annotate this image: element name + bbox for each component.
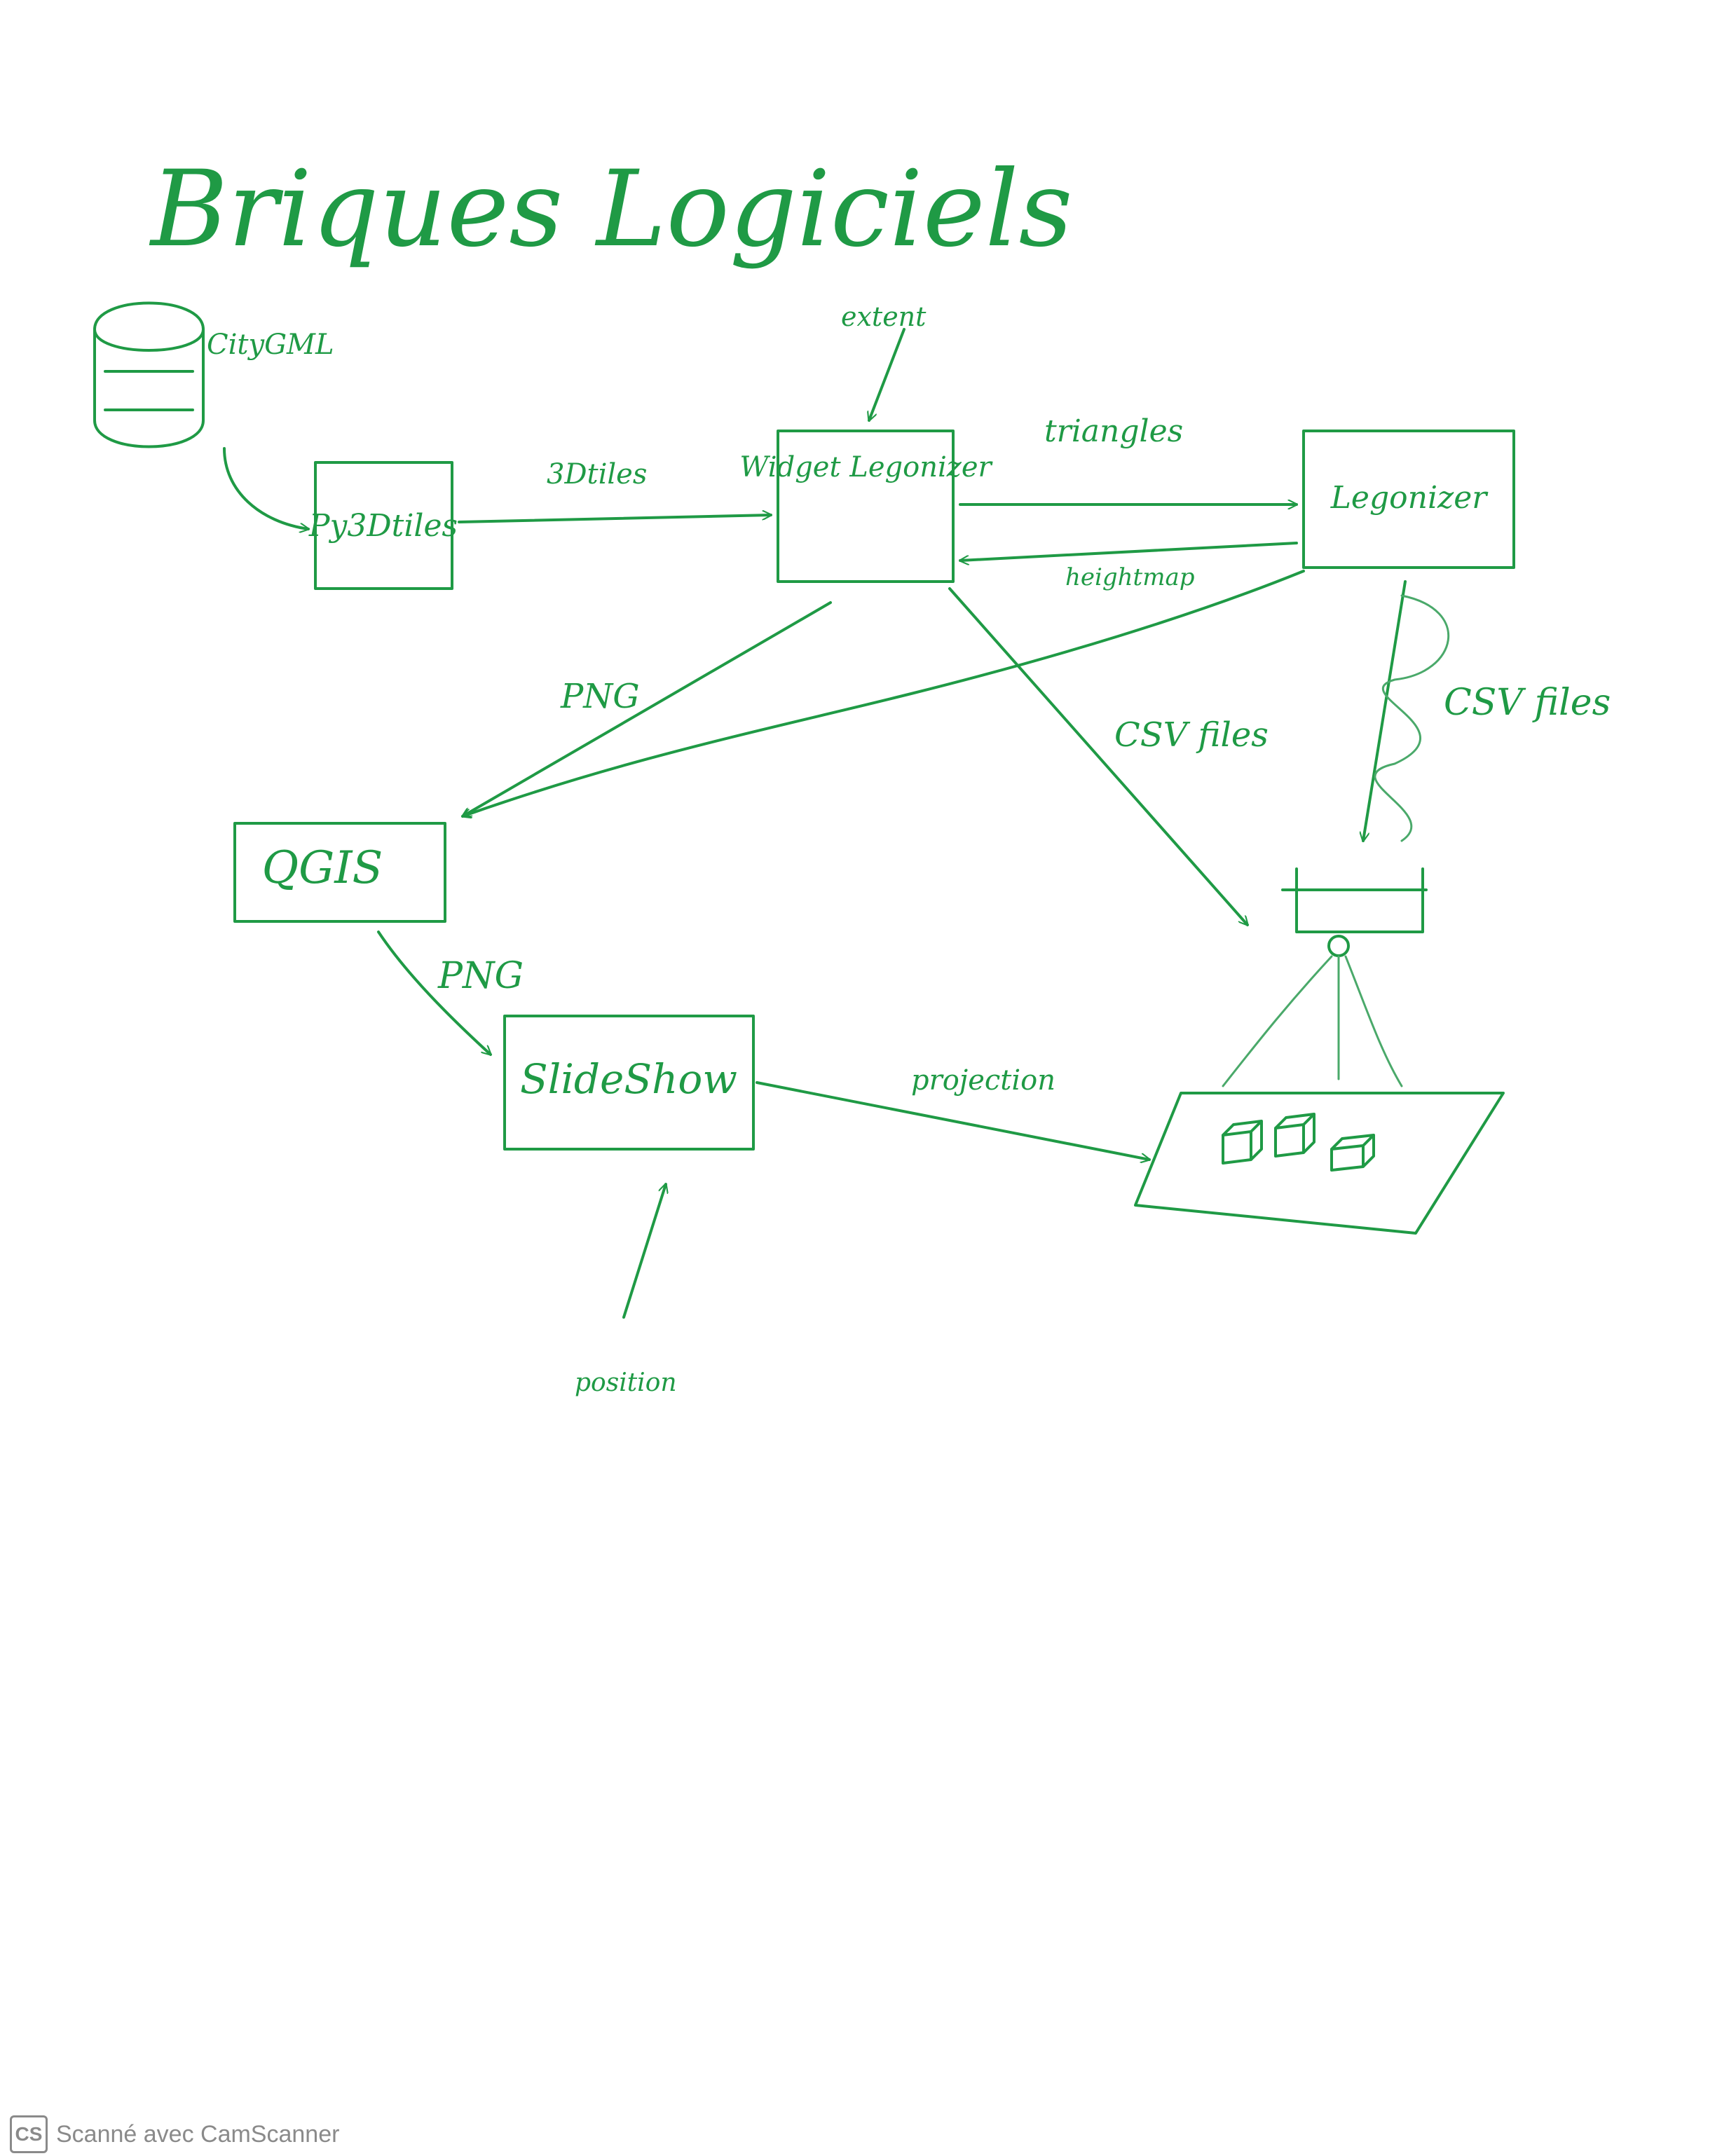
edge-label-png-widget: PNG (560, 677, 640, 716)
edge-legonizer-projector (1363, 580, 1407, 841)
py3dtiles-label: Py3Dtiles (308, 508, 458, 544)
edge-label-triangles: triangles (1044, 413, 1183, 449)
legonizer-box (1302, 430, 1515, 569)
legonizer-label: Legonizer (1330, 480, 1489, 516)
database-icon (93, 301, 205, 448)
qgis-box (233, 822, 446, 923)
edge-slideshow-table (756, 1081, 1149, 1160)
citygml-label: CityGML (207, 329, 334, 361)
edge-citygml-py3dtiles (223, 447, 308, 529)
edge-legonizer-qgis (463, 570, 1305, 816)
edge-label-png-qgis: PNG (437, 955, 524, 997)
edge-label-projection: projection (911, 1064, 1055, 1097)
lego-table-icon (1134, 1092, 1505, 1235)
csv-squiggle (1374, 594, 1450, 842)
diagram-title: Briques Logiciels (149, 149, 1073, 270)
edge-position (622, 1184, 666, 1319)
edge-label-heightmap: heightmap (1065, 563, 1195, 591)
watermark-text: Scanné avec CamScanner (56, 2120, 340, 2148)
py3dtiles-box (314, 461, 453, 590)
edge-qgis-slideshow (377, 931, 491, 1055)
edge-label-extent: extent (841, 301, 927, 332)
slideshow-box (503, 1015, 755, 1151)
edge-label-3dtiles: 3Dtiles (547, 458, 647, 490)
edge-label-position: position (575, 1368, 677, 1397)
widget-legonizer-label: Widget Legonizer (739, 451, 993, 483)
camscanner-logo-icon: CS (10, 2115, 48, 2153)
slideshow-label: SlideShow (520, 1055, 737, 1103)
edge-label-csv-widget: CSV files (1114, 715, 1269, 755)
edge-widget-qgis (463, 601, 832, 818)
edge-py3dtiles-widget (458, 515, 772, 523)
widget-legonizer-box (777, 430, 955, 583)
edge-legonizer-widget (959, 542, 1298, 561)
edge-label-csv-legonizer: CSV files (1444, 682, 1611, 724)
edge-extent (869, 328, 905, 420)
projector-icon (1222, 867, 1428, 1087)
edge-widget-table (948, 587, 1248, 925)
camscanner-watermark: CS Scanné avec CamScanner (10, 2115, 339, 2154)
qgis-label: QGIS (262, 842, 383, 894)
